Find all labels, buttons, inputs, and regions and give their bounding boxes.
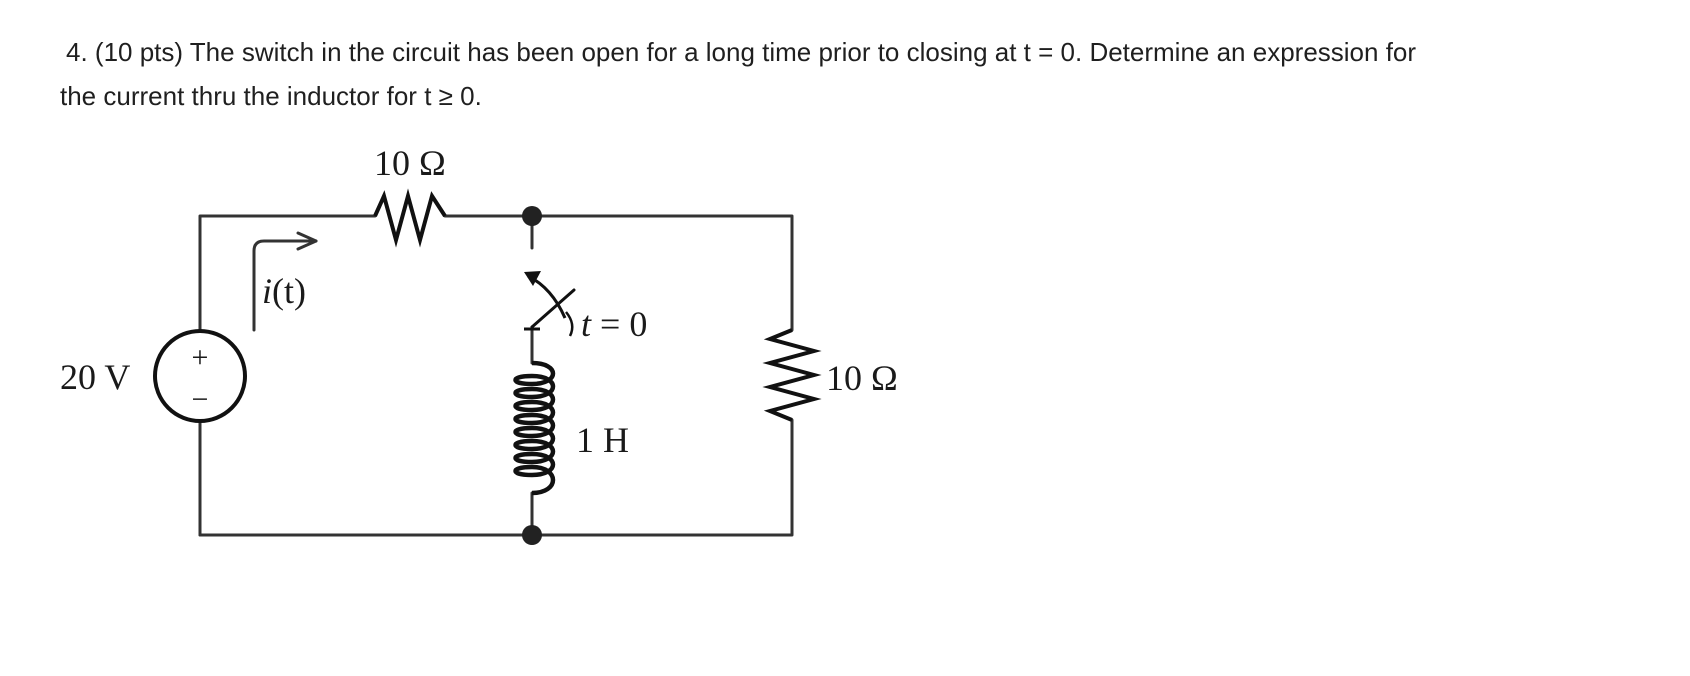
- wire-left-top: [198, 214, 377, 333]
- switch-angle-arc: [565, 311, 574, 337]
- switch-blade: [530, 288, 576, 329]
- problem-line-1: 4. (10 pts) The switch in the circuit ha…: [66, 37, 1417, 67]
- current-arrow-head: [296, 231, 318, 251]
- right-resistor: [762, 328, 822, 422]
- wire-right-bottom: [198, 418, 794, 537]
- inductor-label: 1 H: [576, 420, 629, 460]
- switch-label: t = 0: [581, 304, 647, 344]
- current-arrow: [252, 239, 318, 332]
- source-label: 20 V: [60, 357, 130, 397]
- problem-line-2: the current thru the inductor for t ≥ 0.: [60, 81, 482, 111]
- top-resistor-label: 10 Ω: [374, 143, 446, 183]
- wires: [198, 214, 794, 537]
- junction-bottom: [522, 525, 542, 545]
- inductor-coil: [513, 360, 556, 496]
- switch-motion-arrow-head: [524, 271, 541, 286]
- current-label-t: (t): [272, 271, 306, 311]
- switch: [524, 271, 576, 337]
- current-label: i(t): [262, 271, 306, 311]
- source-minus-sign: −: [192, 383, 209, 416]
- junction-top: [522, 206, 542, 226]
- switch-label-eq: = 0: [591, 304, 647, 344]
- problem-statement: 4. (10 pts) The switch in the circuit ha…: [60, 30, 1660, 118]
- right-resistor-label: 10 Ω: [826, 358, 898, 398]
- top-resistor: [373, 188, 447, 248]
- switch-label-t: t: [581, 304, 592, 344]
- source-plus-sign: +: [192, 341, 209, 374]
- wire-top-right: [443, 214, 794, 332]
- voltage-source: [153, 329, 247, 423]
- current-label-i: i: [262, 271, 272, 311]
